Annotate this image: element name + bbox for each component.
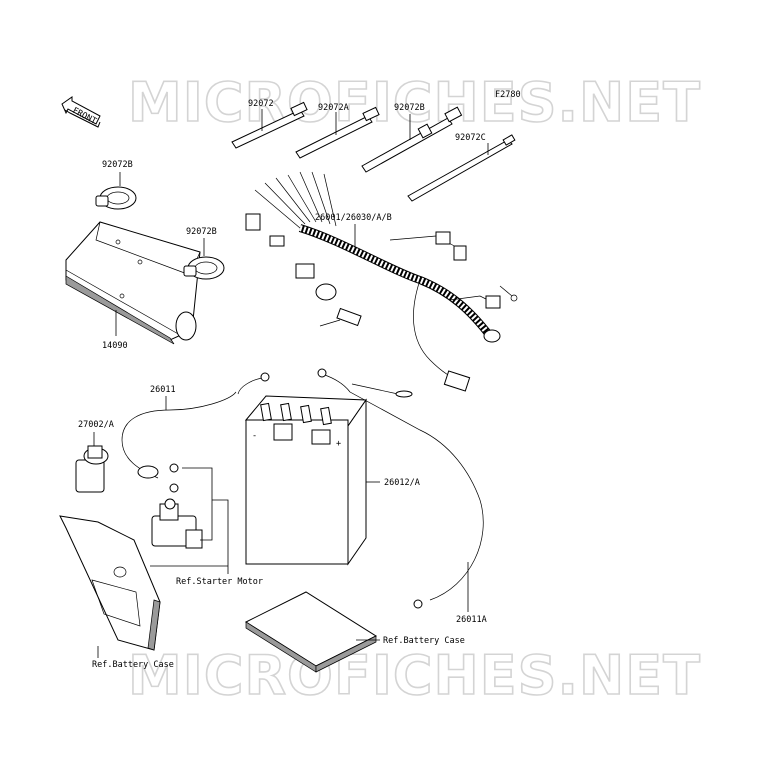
cable-tie-92072A	[295, 106, 380, 159]
cover-14090	[65, 221, 201, 345]
figure-code: F2780	[495, 90, 521, 100]
label-ref-starter-motor: Ref.Starter Motor	[176, 577, 263, 587]
main-harness	[245, 171, 518, 392]
label-92072A: 92072A	[318, 103, 349, 113]
battery-plus-mark: +	[336, 439, 341, 449]
label-92072: 92072	[248, 99, 274, 109]
label-92072B-left-top: 92072B	[102, 160, 133, 170]
clamp-92072B-left	[95, 186, 137, 210]
label-ref-battery-case-mid: Ref.Battery Case	[383, 636, 465, 646]
watermark-top: MICROFICHES.NET	[128, 71, 701, 134]
label-92072C: 92072C	[455, 133, 486, 143]
relay-27002	[75, 445, 109, 493]
label-26012: 26012/A	[384, 478, 420, 488]
label-92072B-top: 92072B	[394, 103, 425, 113]
label-ref-battery-case-left: Ref.Battery Case	[92, 660, 174, 670]
label-26011: 26011	[150, 385, 176, 395]
battery-case-pad	[244, 591, 378, 673]
front-arrow-icon: FRONT	[61, 96, 101, 128]
battery-26012: - +	[244, 395, 367, 566]
label-27002: 27002/A	[78, 420, 114, 430]
label-14090: 14090	[102, 341, 128, 351]
cable-tie-92072B-top	[361, 106, 463, 173]
label-26011A: 26011A	[456, 615, 487, 625]
cable-tie-92072	[231, 101, 308, 149]
clamp-92072B-mid	[183, 256, 225, 280]
battery-case-bracket	[59, 515, 161, 651]
label-26001: 26001/26030/A/B	[315, 213, 392, 223]
battery-minus-mark: -	[252, 431, 257, 441]
cable-26011A	[317, 368, 484, 609]
cable-tie-92072C	[407, 134, 516, 202]
label-92072B-left-mid: 92072B	[186, 227, 217, 237]
watermark-bottom: MICROFICHES.NET	[128, 644, 701, 707]
cable-26011	[121, 372, 270, 493]
leader-starter-motor	[150, 467, 229, 574]
starter-relay	[151, 498, 203, 549]
